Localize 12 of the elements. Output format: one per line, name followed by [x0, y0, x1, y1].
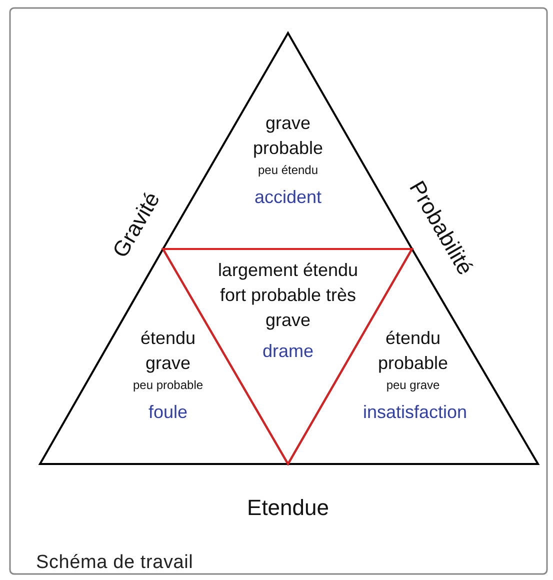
- criteria-text: étendu probable: [376, 327, 450, 375]
- note-text: peu probable: [132, 377, 204, 394]
- criteria-text: étendu grave: [139, 327, 197, 375]
- key-term: accident: [253, 186, 323, 209]
- key-term: foule: [147, 401, 189, 424]
- axis-label: Etendue: [247, 495, 329, 521]
- note-text: peu grave: [385, 377, 441, 394]
- key-term: drame: [261, 340, 315, 363]
- criteria-text: largement étendu fort probable très grave: [216, 259, 360, 332]
- caption: Schéma de travail: [36, 552, 194, 574]
- criteria-text: grave probable: [252, 112, 324, 160]
- note-text: peu étendu: [256, 162, 320, 179]
